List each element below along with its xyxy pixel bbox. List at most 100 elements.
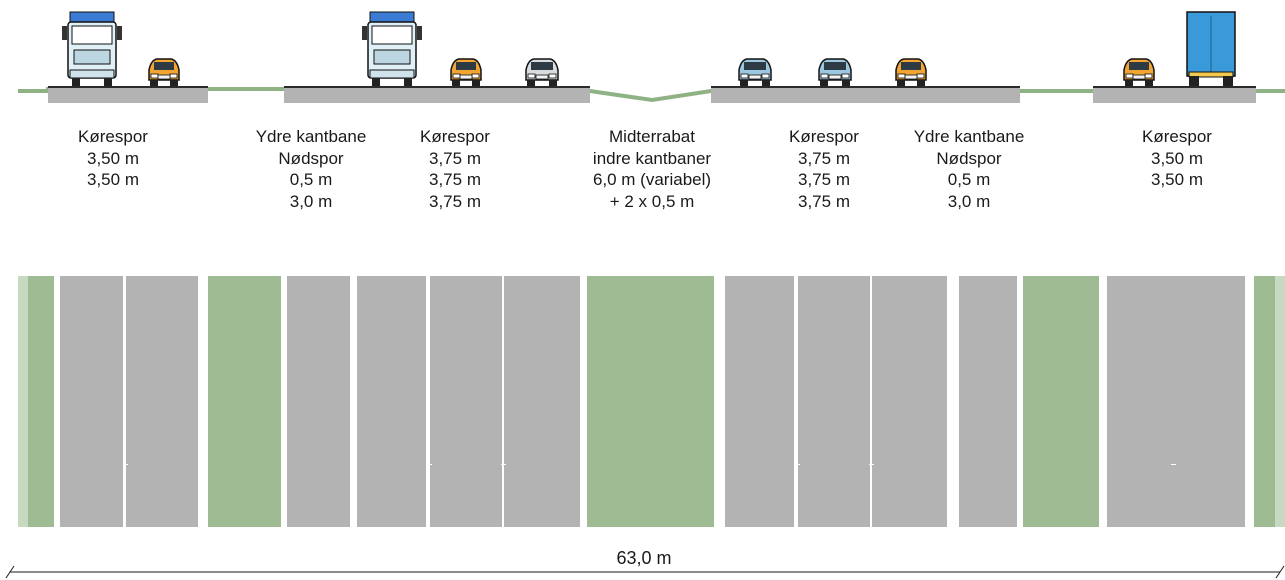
plan-verge-edge: [18, 276, 28, 527]
label-median: Midterrabat indre kantbaner 6,0 m (varia…: [593, 126, 711, 212]
car-lamp: [169, 73, 178, 79]
strip-separator: [54, 276, 60, 527]
label-line: Kørespor: [789, 127, 859, 146]
truck-front-vehicle: [362, 11, 422, 86]
car-lamp: [740, 73, 749, 79]
car-rear-vehicle: [895, 58, 927, 86]
label-line: 3,75 m: [798, 148, 850, 168]
total-width-label: 63,0 m: [616, 548, 672, 568]
label-line: 3,50 m: [1151, 170, 1203, 189]
wheel: [1223, 76, 1233, 86]
car-lamp: [916, 73, 925, 79]
wheel: [820, 80, 828, 86]
mirror: [362, 26, 367, 40]
plan-strip-lane: [504, 276, 580, 527]
vehicle-layer: [62, 11, 1236, 86]
plan-strip-lane: [872, 276, 947, 527]
plan-strip-lane: [126, 276, 198, 527]
label-line: Kørespor: [420, 127, 490, 146]
car-plate: [748, 74, 762, 80]
road-surface-line: [1093, 86, 1256, 88]
car-window: [531, 62, 553, 70]
car-window: [1129, 62, 1149, 70]
wheel: [452, 80, 460, 86]
label-line: 6,0 m (variabel): [592, 170, 712, 189]
truck-roof: [369, 11, 415, 23]
car-lamp: [1144, 73, 1153, 79]
wheel: [472, 80, 480, 86]
label-lanes-left-outer: Kørespor 3,50 m 3,50 m: [78, 126, 148, 191]
label-line: Nødspor: [936, 148, 1002, 168]
wheel: [897, 80, 905, 86]
truck-windshield: [71, 25, 113, 45]
label-line: 3,50 m: [87, 170, 139, 189]
truck-grille: [73, 49, 111, 65]
car-plate: [828, 74, 842, 80]
strip-separator: [1017, 276, 1023, 527]
label-line: Kørespor: [78, 127, 148, 146]
mirror: [117, 26, 122, 40]
car-lamp: [820, 73, 829, 79]
label-line: 3,75 m: [798, 191, 850, 211]
truck-grille: [373, 49, 411, 65]
wheel: [404, 78, 412, 86]
plan-strip-lane: [430, 276, 502, 527]
label-line: 3,0 m: [289, 191, 333, 211]
wheel: [762, 80, 770, 86]
truck-rear-vehicle: [1186, 11, 1236, 86]
car-lamp: [527, 73, 536, 79]
truck-plate: [1188, 71, 1234, 78]
wheel: [740, 80, 748, 86]
car-window: [824, 62, 846, 70]
label-lanes-right-outer: Kørespor 3,50 m 3,50 m: [1142, 126, 1212, 191]
mirror: [417, 26, 422, 40]
label-line: 0,5 m: [289, 170, 333, 189]
car-front-vehicle: [450, 58, 482, 86]
car-lamp: [548, 73, 557, 79]
car-window: [744, 62, 766, 70]
car-lamp: [471, 73, 480, 79]
truck-bumper: [69, 69, 115, 79]
wheel: [527, 80, 535, 86]
label-line: Nødspor: [278, 148, 344, 168]
label-shoulder-right: Ydre kantbane Nødspor 0,5 m 3,0 m: [914, 126, 1025, 212]
car-window: [456, 62, 476, 70]
label-line: Ydre kantbane: [255, 127, 367, 146]
label-line: 3,50 m: [87, 148, 139, 168]
car-lamp: [761, 73, 770, 79]
car-rear-vehicle: [1123, 58, 1155, 86]
plan-strip-lane: [1104, 276, 1174, 527]
label-line: Midterrabat: [609, 127, 695, 146]
label-line: 3,75 m: [429, 148, 481, 168]
truck-windshield: [371, 25, 413, 45]
car-lamp: [841, 73, 850, 79]
label-line: 3,75 m: [429, 170, 481, 189]
strip-separator: [1101, 276, 1107, 527]
plan-strip-median: [584, 276, 714, 527]
lane-dash: [1171, 464, 1176, 465]
wheel: [842, 80, 850, 86]
label-line: indre kantbaner: [592, 148, 712, 168]
wheel: [549, 80, 557, 86]
lane-dash: [427, 464, 432, 465]
car-lamp: [897, 73, 906, 79]
car-plate: [459, 74, 473, 80]
plan-view: [18, 276, 1285, 527]
label-line: 3,50 m: [1151, 148, 1203, 168]
road-surface-line: [711, 86, 1020, 88]
strip-separator: [351, 276, 357, 527]
carriageway-section: [284, 86, 590, 103]
plan-strip-lane: [1174, 276, 1245, 527]
wheel: [917, 80, 925, 86]
strip-separator: [1248, 276, 1254, 527]
strip-separator: [581, 276, 587, 527]
truck-bumper: [369, 69, 415, 79]
carriageway-section: [1093, 86, 1256, 103]
wheel: [1125, 80, 1133, 86]
plan-strip-lane: [284, 276, 350, 527]
label-line: Kørespor: [1142, 127, 1212, 146]
lane-dash: [501, 464, 506, 465]
road-surface-line: [48, 86, 208, 88]
strip-separator: [953, 276, 959, 527]
plan-strip-lane: [956, 276, 1020, 527]
